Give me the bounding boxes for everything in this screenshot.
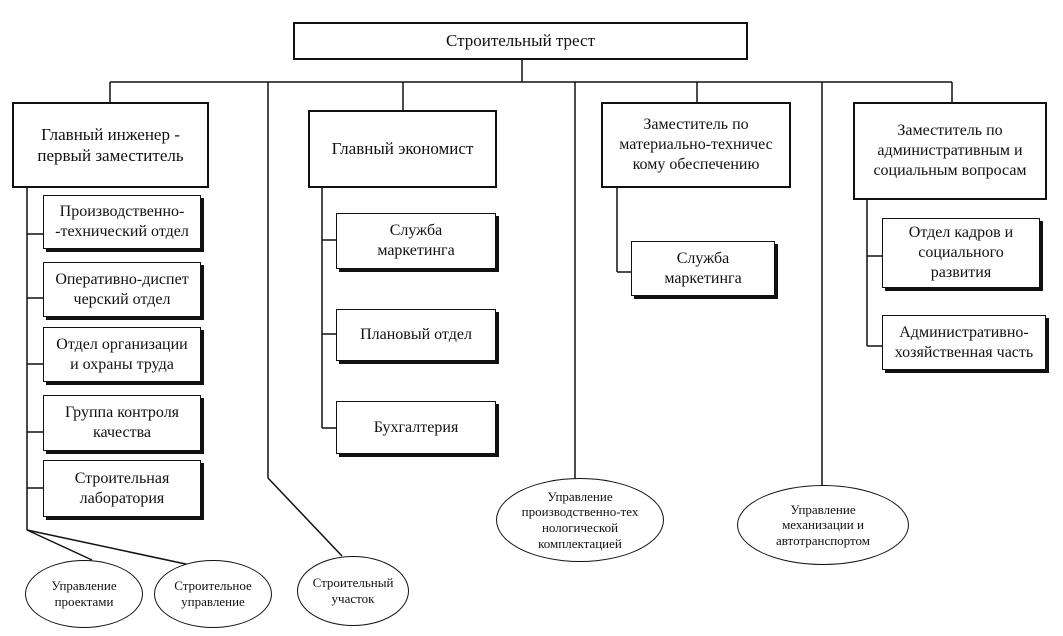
node-deputy-admin-social: Заместитель по административным и социал… — [853, 102, 1047, 200]
node-dispatch-dept: Оперативно-диспет черский отдел — [43, 262, 201, 317]
node-production-tech-supply: Управление производственно-тех нологичес… — [496, 478, 664, 562]
node-project-management: Управление проектами — [25, 560, 143, 628]
node-production-technical-dept: Производственно- -технический отдел — [43, 195, 201, 249]
node-quality-control-group: Группа контроля качества — [43, 395, 201, 451]
node-construction-management: Строительное управление — [154, 560, 272, 628]
node-chief-engineer: Главный инженер - первый заместитель — [12, 102, 209, 188]
node-marketing-service-1: Служба маркетинга — [336, 213, 496, 269]
node-accounting: Бухгалтерия — [336, 401, 496, 454]
node-construction-site: Строительный участок — [297, 556, 409, 626]
node-construction-trust: Строительный трест — [293, 22, 748, 60]
node-planning-dept: Плановый отдел — [336, 309, 496, 361]
node-labor-safety-dept: Отдел организации и охраны труда — [43, 327, 201, 382]
node-hr-social-dept: Отдел кадров и социального развития — [882, 218, 1040, 288]
node-mechanization-transport: Управление механизации и автотранспортом — [737, 485, 909, 565]
node-admin-household: Административно- хозяйственная часть — [882, 315, 1046, 370]
node-deputy-supply: Заместитель по материально-техничес кому… — [601, 102, 791, 188]
node-chief-economist: Главный экономист — [308, 110, 497, 188]
node-marketing-service-2: Служба маркетинга — [631, 241, 775, 296]
node-construction-laboratory: Строительная лаборатория — [43, 460, 201, 517]
